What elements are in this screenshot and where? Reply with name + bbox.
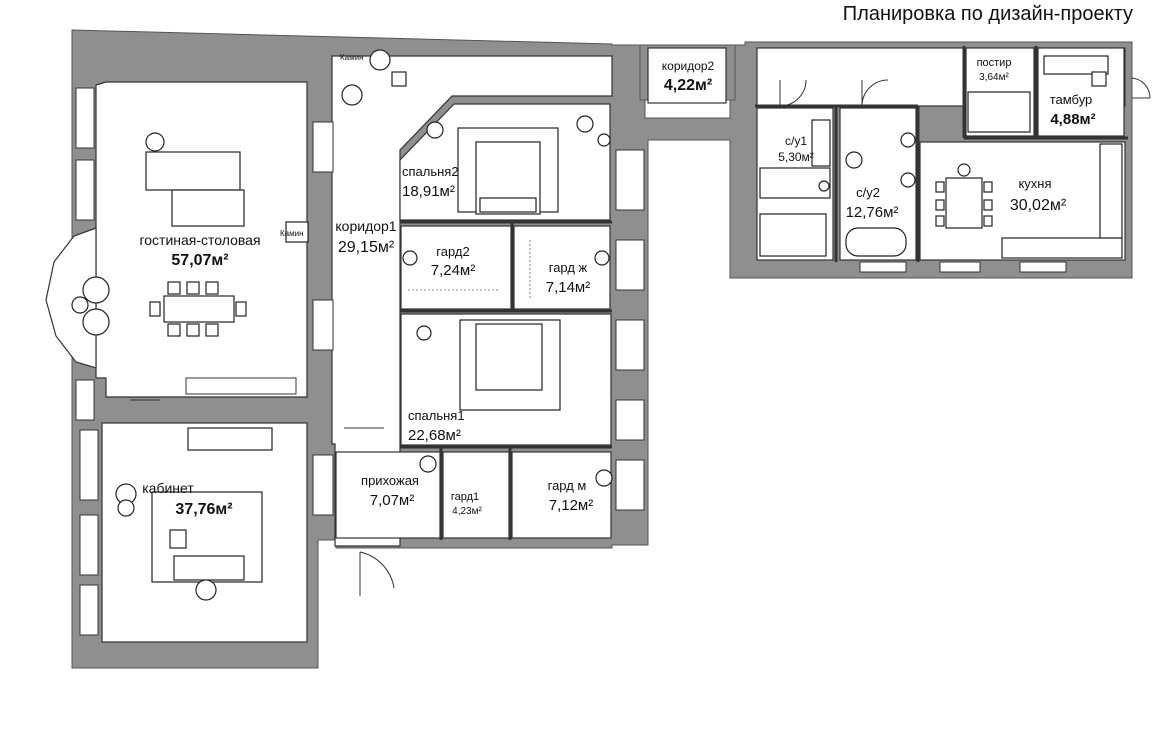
room-name-bath2: с/у2 xyxy=(856,185,880,200)
room-name-kitchen: кухня xyxy=(1018,176,1051,191)
room-name-wardrobe-w: гард ж xyxy=(549,260,588,275)
room-area-bath2: 12,76м² xyxy=(846,204,899,221)
floor-corridor2 xyxy=(647,47,727,104)
room-name-study: кабинет xyxy=(142,480,194,496)
floor-wardrobe1 xyxy=(442,451,510,539)
doors xyxy=(130,77,1151,596)
room-name-living: гостиная-столовая xyxy=(139,232,260,248)
floor-wardrobe-m xyxy=(511,451,612,539)
floor-wardrobe-w xyxy=(513,225,611,310)
room-area-wardrobe-m: 7,12м² xyxy=(549,497,594,514)
partitions xyxy=(400,46,1128,540)
room-area-vestibule: 4,88м² xyxy=(1050,111,1095,128)
room-area-wardrobe-w: 7,14м² xyxy=(546,279,591,296)
room-area-corridor2: 4,22м² xyxy=(664,77,712,94)
room-name-hall: прихожая xyxy=(361,473,419,488)
furniture xyxy=(71,49,1123,601)
room-area-bath1: 5,30м² xyxy=(778,150,814,164)
room-area-wardrobe2: 7,24м² xyxy=(431,262,476,279)
plan-title: Планировка по дизайн-проекту xyxy=(842,3,1133,25)
room-area-bedroom2: 18,91м² xyxy=(402,183,455,200)
room-name-bedroom2: спальня2 xyxy=(402,164,459,179)
room-area-wardrobe1: 4,23м² xyxy=(452,506,482,517)
room-area-bedroom1: 22,68м² xyxy=(408,427,461,444)
room-name-vestibule: тамбур xyxy=(1050,92,1093,107)
room-labels: гостиная-столовая 57,07м² кабинет 37,76м… xyxy=(139,57,1095,518)
fireplace-labels: Камин Камин xyxy=(280,53,364,238)
room-name-wardrobe-m: гард м xyxy=(548,478,587,493)
fireplace-label-1: Камин xyxy=(340,53,364,62)
room-name-bath1: с/у1 xyxy=(785,134,807,148)
room-area-kitchen: 30,02м² xyxy=(1010,197,1067,214)
room-area-hall: 7,07м² xyxy=(370,492,415,509)
room-name-corridor1: коридор1 xyxy=(335,218,396,234)
floor-bay xyxy=(45,227,97,369)
room-area-study: 37,76м² xyxy=(175,501,232,518)
fireplace-label-2: Камин xyxy=(280,229,304,238)
room-name-corridor2: коридор2 xyxy=(662,59,715,73)
room-area-laundry: 3,64м² xyxy=(979,72,1009,83)
room-name-wardrobe1: гард1 xyxy=(451,491,479,503)
room-name-wardrobe2: гард2 xyxy=(436,244,469,259)
room-area-corridor1: 29,15м² xyxy=(338,239,395,256)
room-name-laundry: постир xyxy=(977,57,1012,69)
room-name-bedroom1: спальня1 xyxy=(408,408,465,423)
room-area-living: 57,07м² xyxy=(171,252,228,269)
floor-wardrobe2 xyxy=(400,225,512,310)
windows xyxy=(75,87,1067,636)
